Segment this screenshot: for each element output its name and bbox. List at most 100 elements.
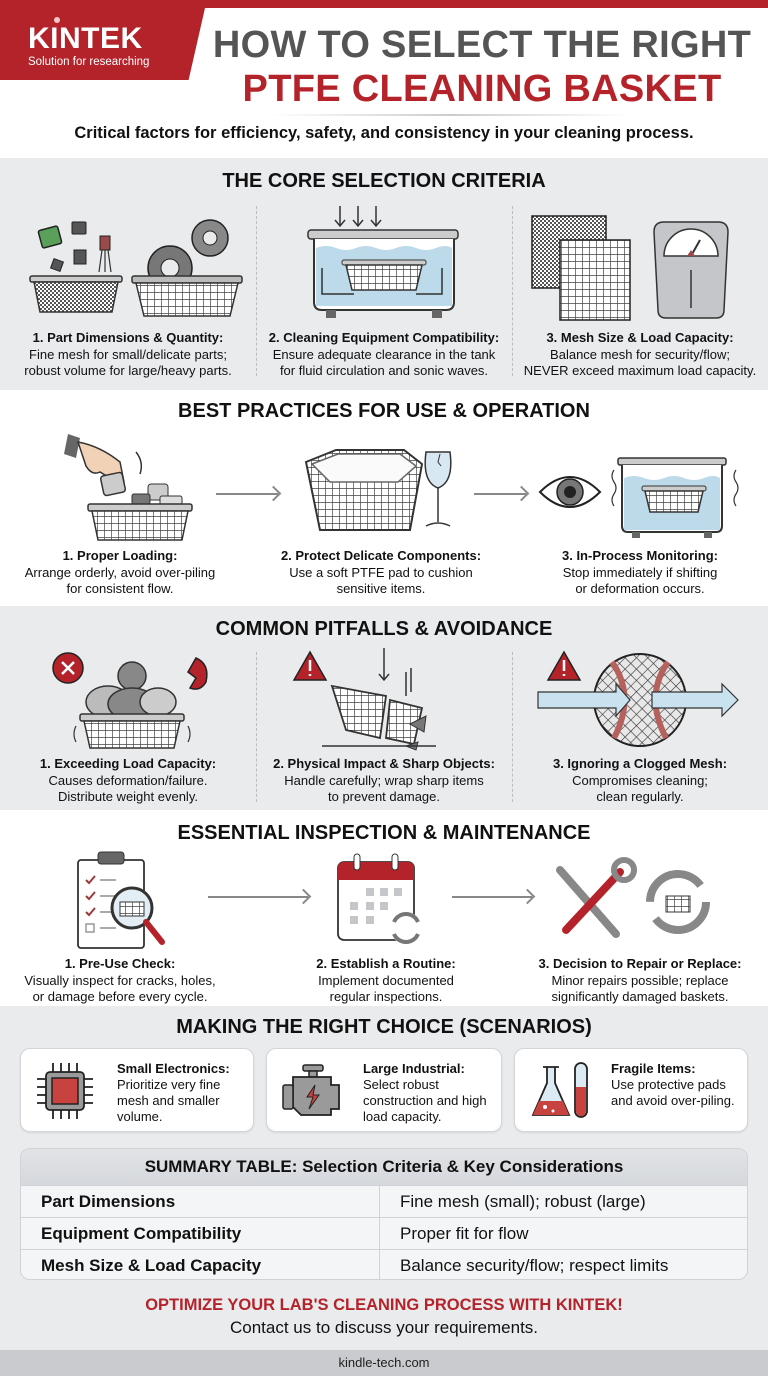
inspection-desc: Visually inspect for cracks, holes, [24, 973, 216, 988]
clipboard-magnifier-icon [77, 851, 165, 949]
core-criteria-section: THE CORE SELECTION CRITERIA 1. Part Dime… [0, 158, 768, 390]
engine-icon [282, 1064, 340, 1116]
pitfall-desc: Compromises cleaning; [572, 773, 708, 788]
inspection-desc: Implement documented [318, 973, 454, 988]
practice-desc: Arrange orderly, avoid over-piling [24, 565, 216, 580]
footer: kindle-tech.com [0, 1350, 768, 1376]
practice-desc: Stop immediately if shifting [562, 565, 718, 580]
inspection-desc: significantly damaged baskets. [551, 989, 729, 1004]
table-cell-criterion: Part Dimensions [41, 1192, 176, 1211]
cta-subtitle: Contact us to discuss your requirements. [229, 1318, 539, 1337]
overloaded-basket-icon [52, 652, 208, 749]
calendar-cycle-icon [337, 853, 422, 944]
pitfalls-section: COMMON PITFALLS & AVOIDANCE 1. Exceeding… [0, 606, 768, 810]
column-divider [512, 652, 513, 802]
inspection-title: 1. Pre-Use Check: [64, 956, 176, 971]
page-title-line2: PTFE CLEANING BASKET [242, 68, 722, 110]
pitfall-desc: clean regularly. [596, 789, 684, 804]
pitfall-title: 1. Exceeding Load Capacity: [39, 756, 217, 771]
hand-loading-icon [64, 434, 193, 541]
page-subtitle: Critical factors for efficiency, safety,… [74, 124, 694, 142]
page-title-line1: HOW TO SELECT THE RIGHT [212, 24, 752, 66]
pitfall-desc: Causes deformation/failure. [48, 773, 208, 788]
card-desc: Select robust construction and high load… [363, 1077, 487, 1124]
pitfall-desc: Distribute weight evenly. [58, 789, 198, 804]
criteria-desc: for fluid circulation and sonic waves. [279, 363, 489, 378]
logo-dot-icon [54, 17, 60, 23]
criteria-title: 2. Cleaning Equipment Compatibility: [268, 330, 500, 345]
criteria-item: 1. Part Dimensions & Quantity: Fine mesh… [0, 202, 256, 390]
criteria-desc: NEVER exceed maximum load capacity. [523, 363, 757, 378]
arrow-right-icon [208, 896, 308, 898]
arrow-right-icon [216, 493, 278, 495]
pitfall-item: 1. Exceeding Load Capacity: Causes defor… [0, 646, 256, 810]
brand-logo[interactable]: KINTEK Solution for researching [0, 0, 205, 80]
header: KINTEK Solution for researching HOW TO S… [0, 0, 768, 158]
table-cell-criterion: Equipment Compatibility [41, 1224, 242, 1243]
header-accent-bar [0, 0, 768, 8]
footer-website-link[interactable]: kindle-tech.com [338, 1355, 430, 1370]
section-title: COMMON PITFALLS & AVOIDANCE [215, 618, 553, 640]
tools-replace-icon [556, 857, 710, 938]
criteria-item: 3. Mesh Size & Load Capacity: Balance me… [512, 202, 768, 390]
practice-title: 3. In-Process Monitoring: [561, 548, 718, 563]
criteria-title: 3. Mesh Size & Load Capacity: [546, 330, 734, 345]
inspection-item: 1. Pre-Use Check: Visually inspect for c… [20, 850, 220, 1006]
pitfall-desc: Handle carefully; wrap sharp items [284, 773, 484, 788]
inspection-title: 3. Decision to Repair or Replace: [538, 956, 742, 971]
inspection-desc: or damage before every cycle. [32, 989, 208, 1004]
pitfall-title: 3. Ignoring a Clogged Mesh: [552, 756, 728, 771]
table-cell-consideration: Proper fit for flow [379, 1218, 529, 1249]
title-divider [270, 114, 630, 116]
baskets-parts-icon [29, 219, 243, 317]
criteria-title: 1. Part Dimensions & Quantity: [32, 330, 224, 345]
practice-desc: for consistent flow. [66, 581, 174, 596]
card-title: Large Industrial: [363, 1061, 465, 1076]
inspection-title: 2. Establish a Routine: [316, 956, 456, 971]
criteria-desc: Fine mesh for small/delicate parts; [29, 347, 227, 362]
inspection-item: 3. Decision to Repair or Replace: Minor … [520, 850, 760, 1006]
summary-table: SUMMARY TABLE: Selection Criteria & Key … [20, 1148, 748, 1280]
practice-desc: sensitive items. [336, 581, 426, 596]
inspection-desc: Minor repairs possible; replace [551, 973, 729, 988]
pitfall-item: 2. Physical Impact & Sharp Objects: Hand… [256, 646, 512, 810]
scenario-card-fragile-items[interactable]: Fragile Items: Use protective pads and a… [514, 1048, 748, 1132]
table-cell-criterion: Mesh Size & Load Capacity [41, 1256, 262, 1275]
criteria-desc: robust volume for large/heavy parts. [24, 363, 232, 378]
table-row: Mesh Size & Load Capacity Balance securi… [21, 1249, 747, 1279]
scenario-card-small-electronics[interactable]: Small Electronics: Prioritize very fine … [20, 1048, 254, 1132]
inspection-desc: regular inspections. [329, 989, 443, 1004]
scenario-card-large-industrial[interactable]: Large Industrial: Select robust construc… [266, 1048, 502, 1132]
pitfall-desc: to prevent damage. [327, 789, 441, 804]
criteria-desc: Balance mesh for security/flow; [550, 347, 730, 362]
card-desc: Use protective pads and avoid over-pilin… [611, 1077, 735, 1108]
microchip-icon [37, 1063, 93, 1119]
cta-title[interactable]: OPTIMIZE YOUR LAB'S CLEANING PROCESS WIT… [145, 1296, 623, 1314]
column-divider [256, 206, 257, 376]
column-divider [512, 206, 513, 376]
section-title: MAKING THE RIGHT CHOICE (SCENARIOS) [176, 1016, 592, 1038]
lab-glassware-icon [531, 1062, 588, 1118]
practice-desc: Use a soft PTFE pad to cushion [289, 565, 473, 580]
pitfall-title: 2. Physical Impact & Sharp Objects: [273, 756, 495, 771]
section-title: ESSENTIAL INSPECTION & MAINTENANCE [177, 822, 591, 844]
section-title: THE CORE SELECTION CRITERIA [222, 170, 546, 192]
card-title: Small Electronics: [117, 1061, 230, 1076]
table-row: Part Dimensions Fine mesh (small); robus… [21, 1185, 747, 1217]
inspection-section: ESSENTIAL INSPECTION & MAINTENANCE 1. Pr… [0, 810, 768, 1006]
eye-monitor-icon [538, 457, 739, 538]
broken-basket-icon [292, 648, 436, 751]
criteria-item: 2. Cleaning Equipment Compatibility: Ens… [256, 202, 512, 390]
card-desc: Prioritize very fine mesh and smaller vo… [117, 1077, 221, 1124]
column-divider [256, 652, 257, 802]
pitfall-item: 3. Ignoring a Clogged Mesh: Compromises … [512, 646, 768, 810]
practice-title: 1. Proper Loading: [62, 548, 178, 563]
table-cell-consideration: Fine mesh (small); robust (large) [379, 1186, 646, 1217]
practice-item: 2. Protect Delicate Components: Use a so… [276, 426, 486, 606]
inspection-item: 2. Establish a Routine: Implement docume… [296, 850, 476, 1006]
arrow-right-icon [452, 896, 532, 898]
padded-basket-glass-icon [304, 449, 452, 531]
mesh-scale-icon [531, 215, 729, 321]
brand-name: KINTEK [28, 22, 143, 55]
section-title: BEST PRACTICES FOR USE & OPERATION [178, 400, 590, 422]
